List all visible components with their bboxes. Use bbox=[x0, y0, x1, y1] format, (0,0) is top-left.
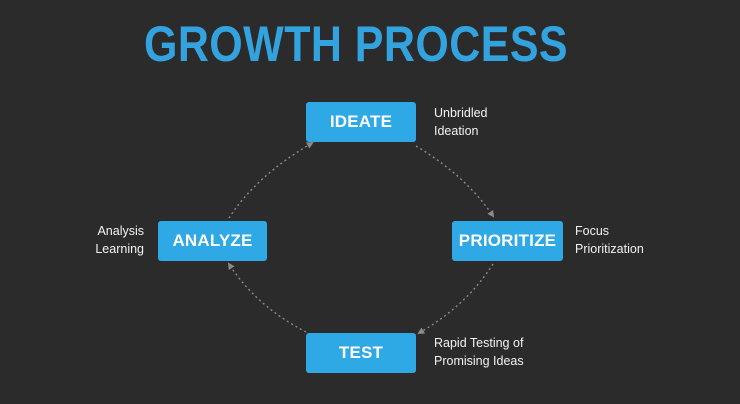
step-analyze-note: Analysis Learning bbox=[70, 222, 144, 258]
step-prioritize-note-line: Prioritization bbox=[575, 242, 644, 256]
step-analyze-box: ANALYZE bbox=[158, 221, 267, 261]
step-analyze-label: ANALYZE bbox=[172, 231, 253, 250]
step-test-box: TEST bbox=[306, 333, 416, 373]
step-analyze-note-line: Analysis bbox=[97, 224, 144, 238]
step-test-note-line: Promising Ideas bbox=[434, 354, 524, 368]
step-test-note-line: Rapid Testing of bbox=[434, 336, 524, 350]
arrow-ideate-to-prioritize bbox=[415, 145, 495, 218]
step-ideate-label: IDEATE bbox=[329, 112, 393, 131]
step-ideate-note-line: Ideation bbox=[434, 124, 479, 138]
step-test-label: TEST bbox=[338, 343, 384, 362]
step-prioritize-label: PRIORITIZE bbox=[458, 231, 557, 250]
step-analyze-note-line: Learning bbox=[95, 242, 144, 256]
step-ideate-box: IDEATE bbox=[306, 102, 416, 142]
arrow-test-to-analyze bbox=[227, 262, 307, 333]
step-ideate-note: Unbridled Ideation bbox=[434, 104, 488, 140]
step-test-note: Rapid Testing of Promising Ideas bbox=[434, 334, 524, 370]
page-title: GROWTH PROCESS bbox=[143, 16, 569, 72]
step-prioritize-note: Focus Prioritization bbox=[575, 222, 644, 258]
step-prioritize-box: PRIORITIZE bbox=[452, 221, 563, 261]
arrow-prioritize-to-test bbox=[417, 263, 494, 334]
step-ideate-note-line: Unbridled bbox=[434, 106, 488, 120]
arrow-analyze-to-ideate bbox=[228, 141, 314, 219]
step-prioritize-note-line: Focus bbox=[575, 224, 610, 238]
